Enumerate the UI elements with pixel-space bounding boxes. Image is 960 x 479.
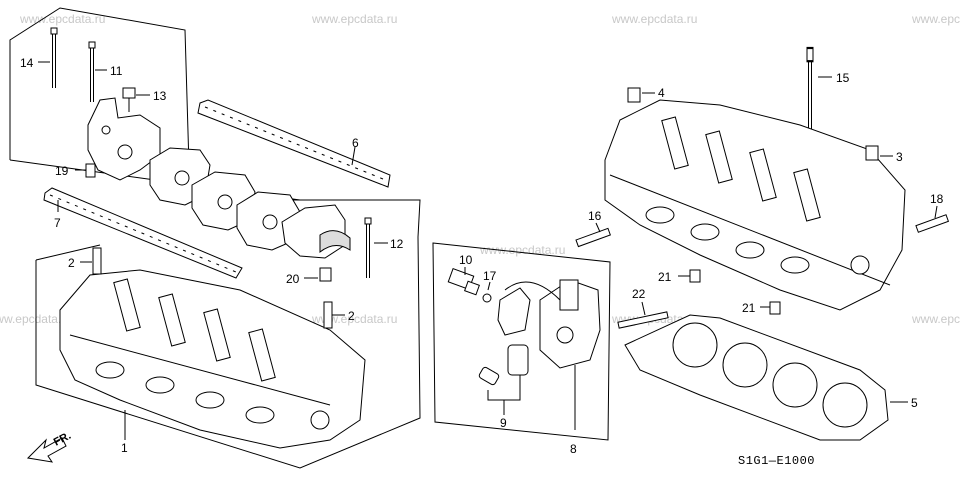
callout-3: 3 <box>896 150 903 164</box>
callout-1: 1 <box>121 441 128 455</box>
callout-10: 10 <box>459 253 473 267</box>
callout-7: 7 <box>54 216 61 230</box>
rocker-shaft-lower <box>43 187 243 279</box>
watermark: www.epcdata.ru <box>312 12 398 26</box>
bolt-22 <box>617 311 669 329</box>
plug-4 <box>627 87 641 103</box>
callout-9: 9 <box>500 416 507 430</box>
callout-11: 11 <box>110 64 123 78</box>
callout-17: 17 <box>483 269 497 283</box>
washer-17 <box>482 293 492 303</box>
leader-lines <box>38 61 938 440</box>
bolt-11 <box>88 41 96 103</box>
watermark: www.epcdata.ru <box>20 12 106 26</box>
callout-6: 6 <box>352 136 359 150</box>
callout-12: 12 <box>390 237 404 251</box>
stud-16 <box>575 227 611 248</box>
callout-18: 18 <box>930 192 944 206</box>
cylinder-head-left <box>59 269 366 449</box>
bolt-13 <box>122 87 136 112</box>
head-gasket-5 <box>624 314 889 441</box>
watermark: www.epcdata.ru <box>480 243 566 257</box>
callout-4: 4 <box>658 86 665 100</box>
callout-15: 15 <box>836 71 850 85</box>
diagram-code: S1G1—E1000 <box>738 454 816 468</box>
oil-pressure-switch-10 <box>447 268 480 296</box>
callout-14: 14 <box>20 56 34 70</box>
dowel-pin-2a <box>92 247 102 275</box>
spool-valve-group-outline <box>432 242 611 441</box>
callout-2b: 2 <box>348 309 355 323</box>
callout-20: 20 <box>286 272 300 286</box>
collar-19 <box>85 163 96 178</box>
callout-2a: 2 <box>68 256 75 270</box>
collar-20 <box>319 267 332 282</box>
callout-21a: 21 <box>658 270 672 284</box>
stud-18 <box>915 214 950 233</box>
rocker-shaft-upper <box>197 99 391 188</box>
watermark: www.epcdata.ru <box>612 12 698 26</box>
rocker-arm-assembly <box>87 97 351 259</box>
callout-5: 5 <box>911 396 918 410</box>
spool-valve <box>497 279 601 369</box>
watermark: www.epcdata.ru <box>912 312 960 326</box>
front-arrow-icon <box>26 437 67 463</box>
callout-21b: 21 <box>742 301 756 315</box>
callout-22: 22 <box>632 287 646 301</box>
bolt-12 <box>364 217 372 279</box>
bolt-14 <box>50 27 58 89</box>
dowel-21b <box>769 301 781 315</box>
callout-8: 8 <box>570 442 577 456</box>
callout-labels: 14 11 13 19 6 7 2 20 12 2 1 4 15 3 16 18… <box>20 56 944 456</box>
cylinder-head-right <box>604 99 906 311</box>
filter-gasket-9 <box>478 344 529 386</box>
callout-16: 16 <box>588 209 602 223</box>
dowel-21a <box>689 269 701 283</box>
head-group-outline <box>35 236 421 469</box>
plug-3 <box>865 145 879 161</box>
watermark: www.epcdata.ru <box>912 12 960 26</box>
front-label: FR. <box>52 430 73 449</box>
callout-13: 13 <box>153 89 167 103</box>
dowel-pin-2b <box>323 301 333 329</box>
callout-19: 19 <box>55 164 69 178</box>
